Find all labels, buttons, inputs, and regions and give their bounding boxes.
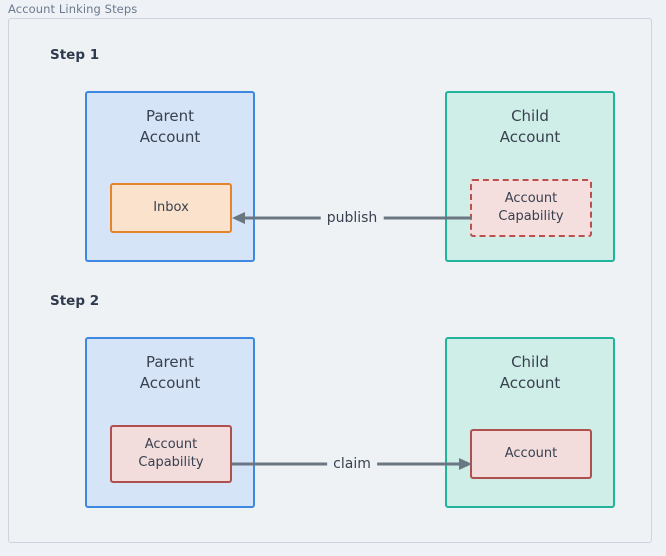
step-1-child-account-box[interactable]: Child Account Account Capability — [445, 91, 615, 262]
step-2-claim-arrow: claim — [232, 454, 472, 472]
step-2-child-account-title: Child Account — [499, 353, 561, 392]
step-1-publish-arrow-label: publish — [320, 210, 384, 226]
step-1-publish-arrow: publish — [232, 208, 472, 226]
step-1-label: Step 1 — [50, 47, 100, 63]
step-2-claim-arrow-label: claim — [327, 456, 377, 472]
step-1-parent-account-box[interactable]: Parent Account Inbox — [85, 91, 255, 262]
step-1-parent-inbox-box[interactable]: Inbox — [110, 183, 232, 233]
step-2-child-account-box[interactable]: Child Account Account — [445, 337, 615, 508]
step-1-parent-account-title: Parent Account — [139, 107, 201, 146]
frame-title: Account Linking Steps — [8, 2, 138, 16]
step-1-child-account-capability-box[interactable]: Account Capability — [470, 179, 592, 237]
step-2-label: Step 2 — [50, 293, 100, 309]
step-2-parent-account-title: Parent Account — [139, 353, 201, 392]
step-2-child-account-box-inner[interactable]: Account — [470, 429, 592, 479]
step-2-parent-account-capability-box[interactable]: Account Capability — [110, 425, 232, 483]
step-1-child-account-title: Child Account — [499, 107, 561, 146]
step-2-parent-account-box[interactable]: Parent Account Account Capability — [85, 337, 255, 508]
